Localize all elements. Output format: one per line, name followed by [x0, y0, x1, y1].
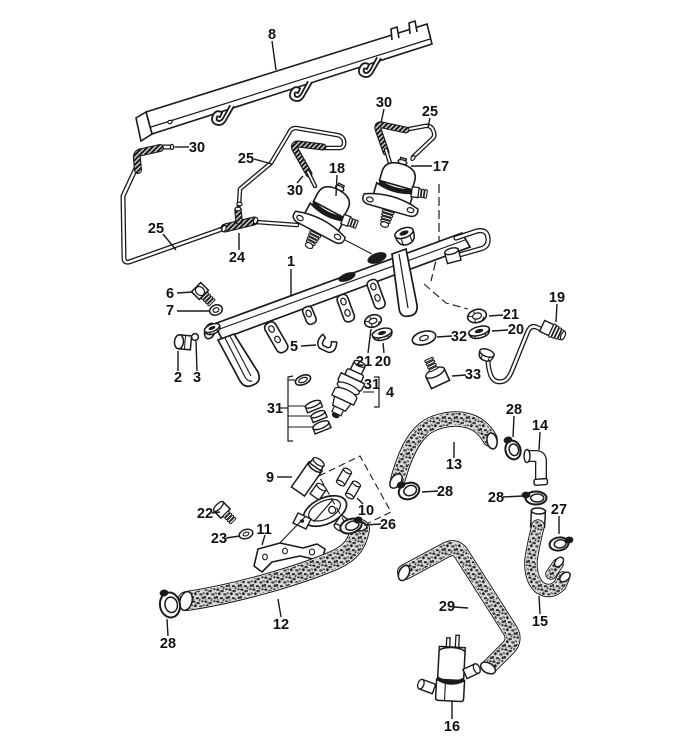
- svg-text:28: 28: [506, 402, 522, 418]
- svg-text:25: 25: [422, 104, 438, 120]
- svg-text:31: 31: [364, 377, 380, 393]
- svg-text:22: 22: [197, 506, 213, 522]
- svg-text:28: 28: [160, 636, 176, 652]
- svg-text:17: 17: [433, 159, 449, 175]
- svg-text:24: 24: [229, 250, 245, 266]
- svg-text:2: 2: [174, 370, 182, 386]
- svg-text:5: 5: [290, 339, 298, 355]
- svg-text:7: 7: [166, 303, 174, 319]
- svg-text:28: 28: [437, 484, 453, 500]
- svg-text:21: 21: [503, 307, 519, 323]
- svg-text:14: 14: [532, 418, 548, 434]
- svg-text:26: 26: [380, 517, 396, 533]
- svg-text:32: 32: [451, 329, 467, 345]
- svg-text:19: 19: [549, 290, 565, 306]
- svg-text:10: 10: [358, 503, 374, 519]
- svg-text:30: 30: [189, 140, 205, 156]
- svg-text:15: 15: [532, 614, 548, 630]
- svg-text:13: 13: [446, 457, 462, 473]
- svg-text:29: 29: [439, 599, 455, 615]
- svg-text:33: 33: [465, 367, 481, 383]
- svg-text:20: 20: [508, 322, 524, 338]
- svg-text:21: 21: [356, 354, 372, 370]
- svg-text:6: 6: [166, 286, 174, 302]
- svg-text:4: 4: [386, 385, 394, 401]
- svg-text:28: 28: [488, 490, 504, 506]
- svg-text:3: 3: [193, 370, 201, 386]
- svg-text:30: 30: [287, 183, 303, 199]
- svg-text:18: 18: [329, 161, 345, 177]
- svg-text:9: 9: [266, 470, 274, 486]
- svg-text:1: 1: [287, 254, 295, 270]
- svg-text:12: 12: [273, 617, 289, 633]
- svg-text:31: 31: [267, 401, 283, 417]
- svg-text:16: 16: [444, 719, 460, 735]
- svg-text:23: 23: [211, 531, 227, 547]
- svg-text:30: 30: [376, 95, 392, 111]
- svg-text:25: 25: [238, 151, 254, 167]
- svg-text:11: 11: [256, 522, 271, 538]
- svg-text:25: 25: [148, 221, 164, 237]
- svg-text:27: 27: [551, 502, 567, 518]
- svg-text:20: 20: [375, 354, 391, 370]
- svg-text:8: 8: [268, 27, 276, 43]
